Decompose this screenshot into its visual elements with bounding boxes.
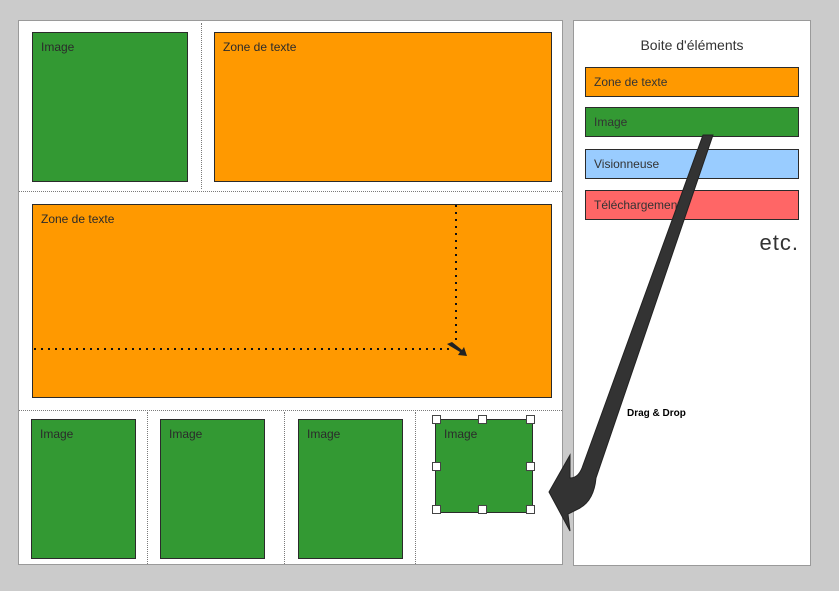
resize-handle[interactable] (432, 505, 441, 514)
layout-canvas: Image Zone de texte Zone de texte Image … (18, 20, 563, 565)
row-divider (19, 410, 562, 411)
etc-label: etc. (759, 230, 799, 255)
image-block-label: Image (444, 427, 478, 441)
drag-drop-arrow (548, 134, 714, 532)
toolbox-item-text-zone[interactable]: Zone de texte (585, 67, 799, 97)
text-block[interactable]: Zone de texte (214, 32, 552, 182)
resize-handle[interactable] (478, 415, 487, 424)
row-divider (19, 191, 562, 192)
drag-drop-label: Drag & Drop (627, 408, 686, 419)
column-divider (415, 412, 416, 564)
resize-handle[interactable] (432, 462, 441, 471)
image-block[interactable]: Image (298, 419, 403, 559)
image-block-label: Image (169, 427, 203, 441)
text-block-label: Zone de texte (41, 212, 115, 226)
image-block[interactable]: Image (31, 419, 136, 559)
toolbox-title: Boite d'éléments (640, 37, 744, 53)
image-block-label: Image (307, 427, 341, 441)
image-block[interactable]: Image (160, 419, 265, 559)
resize-handle[interactable] (526, 462, 535, 471)
column-divider (147, 412, 148, 564)
toolbox-item-image[interactable]: Image (585, 107, 799, 137)
resize-handle[interactable] (432, 415, 441, 424)
resize-cursor-icon (447, 342, 467, 356)
column-divider (201, 23, 202, 189)
image-block-label: Image (41, 40, 75, 54)
resize-handle[interactable] (526, 505, 535, 514)
text-block-label: Zone de texte (223, 40, 297, 54)
text-block-resizing[interactable]: Zone de texte (32, 204, 552, 398)
column-divider (284, 412, 285, 564)
resize-handle[interactable] (526, 415, 535, 424)
image-block[interactable]: Image (32, 32, 188, 182)
resize-handle[interactable] (478, 505, 487, 514)
image-block-label: Image (40, 427, 74, 441)
